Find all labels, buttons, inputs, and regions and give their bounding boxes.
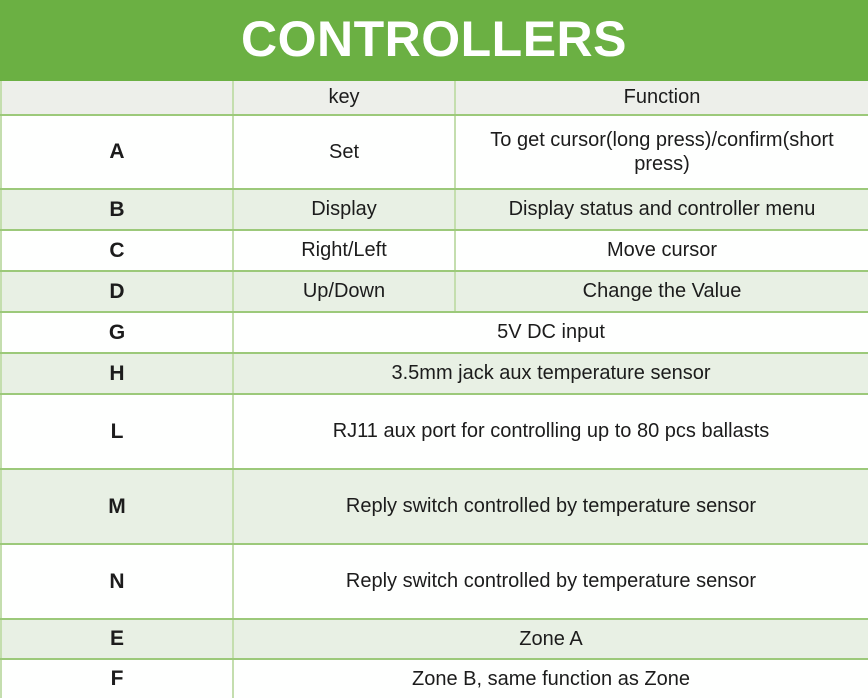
row-function: 5V DC input [232,311,868,354]
row-function: Change the Value [454,270,868,313]
row-key-letter: G [0,311,234,354]
table-row: D Up/Down Change the Value [0,270,868,313]
row-key-letter: C [0,229,234,272]
table-row: M Reply switch controlled by temperature… [0,468,868,545]
column-header-function: Function [454,81,868,116]
row-key-letter: M [0,468,234,545]
row-key-letter: N [0,543,234,620]
row-function: RJ11 aux port for controlling up to 80 p… [232,393,868,470]
row-key-letter: A [0,114,234,190]
table-row: N Reply switch controlled by temperature… [0,543,868,620]
table-row: B Display Display status and controller … [0,188,868,231]
row-function: Reply switch controlled by temperature s… [232,468,868,545]
table-header-row: key Function [0,81,868,116]
row-key-letter: D [0,270,234,313]
table-row: L RJ11 aux port for controlling up to 80… [0,393,868,470]
row-function: To get cursor(long press)/confirm(short … [454,114,868,190]
row-key-letter: E [0,618,234,660]
row-key: Display [232,188,456,231]
row-function: Reply switch controlled by temperature s… [232,543,868,620]
table-row: G 5V DC input [0,311,868,354]
table-row: A Set To get cursor(long press)/confirm(… [0,114,868,190]
table-row: E Zone A [0,618,868,660]
row-function: Zone A [232,618,868,660]
page-banner: CONTROLLERS [0,0,868,81]
row-function: 3.5mm jack aux temperature sensor [232,352,868,395]
table-row: C Right/Left Move cursor [0,229,868,272]
row-function: Zone B, same function as Zone [232,658,868,698]
table-row: F Zone B, same function as Zone [0,658,868,698]
row-function: Display status and controller menu [454,188,868,231]
row-key: Right/Left [232,229,456,272]
row-key-letter: F [0,658,234,698]
row-key-letter: L [0,393,234,470]
controllers-table: key Function A Set To get cursor(long pr… [0,81,868,698]
row-key: Up/Down [232,270,456,313]
column-header-key: key [232,81,456,116]
page-title: CONTROLLERS [240,10,628,67]
column-header-key-letter [0,81,234,116]
row-key-letter: B [0,188,234,231]
row-key-letter: H [0,352,234,395]
row-key: Set [232,114,456,190]
row-function: Move cursor [454,229,868,272]
table-row: H 3.5mm jack aux temperature sensor [0,352,868,395]
